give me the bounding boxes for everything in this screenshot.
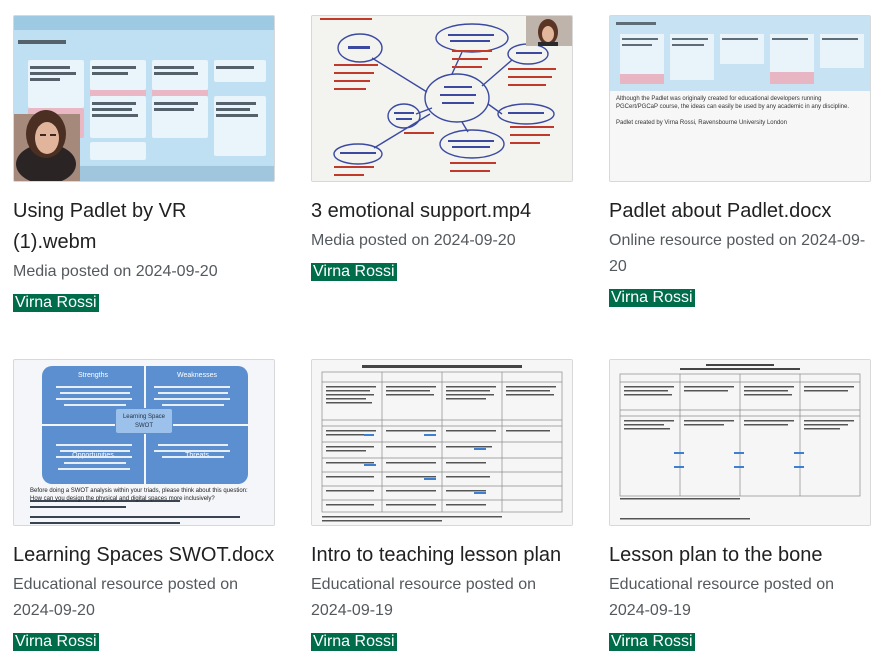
card-meta: Media posted on 2024-09-20: [13, 263, 218, 280]
resource-card[interactable]: Although the Padlet was originally creat…: [609, 15, 871, 307]
author-badge[interactable]: Virna Rossi: [609, 633, 695, 651]
swot-text-lines: [30, 386, 240, 524]
author-badge[interactable]: Virna Rossi: [609, 289, 695, 307]
author-badge[interactable]: Virna Rossi: [13, 294, 99, 312]
document-thumbnail[interactable]: Although the Padlet was originally creat…: [609, 15, 871, 182]
card-title[interactable]: 3 emotional support.mp4: [311, 200, 532, 222]
lesson-plan-table: [610, 360, 870, 525]
document-credit: Padlet created by Virna Rossi, Ravensbou…: [616, 120, 787, 126]
author-badge[interactable]: Virna Rossi: [311, 633, 397, 651]
padlet-screen-recording: [14, 16, 274, 181]
padlet-screenshot: [610, 16, 870, 91]
document-thumbnail[interactable]: [311, 359, 573, 526]
card-meta: Educational resource posted on 2024-09-1…: [311, 576, 537, 619]
card-meta: Educational resource posted on 2024-09-2…: [13, 576, 239, 619]
video-thumbnail[interactable]: [13, 15, 275, 182]
card-title[interactable]: Intro to teaching lesson plan: [311, 544, 562, 566]
document-thumbnail[interactable]: [609, 359, 871, 526]
document-text: Although the Padlet was originally creat…: [616, 96, 850, 110]
video-thumbnail[interactable]: [311, 15, 573, 182]
document-thumbnail[interactable]: Strengths Weaknesses Opportunities Threa…: [13, 359, 275, 526]
resource-card[interactable]: Lesson plan to the bone Educational reso…: [609, 359, 871, 651]
lesson-plan-table: [312, 360, 572, 525]
resource-card[interactable]: Intro to teaching lesson plan Educationa…: [311, 359, 573, 651]
swot-quadrant: Threats: [146, 426, 248, 484]
card-meta: Educational resource posted on 2024-09-1…: [609, 576, 835, 619]
resource-card[interactable]: Using Padlet by VR (1).webm Media posted…: [13, 15, 275, 312]
card-meta: Online resource posted on 2024-09-20: [609, 232, 866, 275]
card-meta: Media posted on 2024-09-20: [311, 232, 516, 249]
swot-center-label: Learning Space SWOT: [115, 408, 173, 434]
card-title[interactable]: Padlet about Padlet.docx: [609, 200, 832, 222]
author-badge[interactable]: Virna Rossi: [13, 633, 99, 651]
card-title[interactable]: Using Padlet by VR (1).webm: [13, 200, 187, 253]
presenter-webcam: [14, 110, 80, 181]
whiteboard-mindmap: [312, 16, 572, 181]
resource-card[interactable]: Strengths Weaknesses Opportunities Threa…: [13, 359, 275, 651]
card-title[interactable]: Lesson plan to the bone: [609, 544, 823, 566]
swot-quadrant: Opportunities: [42, 426, 144, 484]
resource-card[interactable]: 3 emotional support.mp4 Media posted on …: [311, 15, 573, 281]
card-title[interactable]: Learning Spaces SWOT.docx: [13, 544, 275, 566]
swot-caption: Before doing a SWOT analysis within your…: [30, 488, 248, 502]
author-badge[interactable]: Virna Rossi: [311, 263, 397, 281]
presenter-webcam: [526, 16, 572, 46]
